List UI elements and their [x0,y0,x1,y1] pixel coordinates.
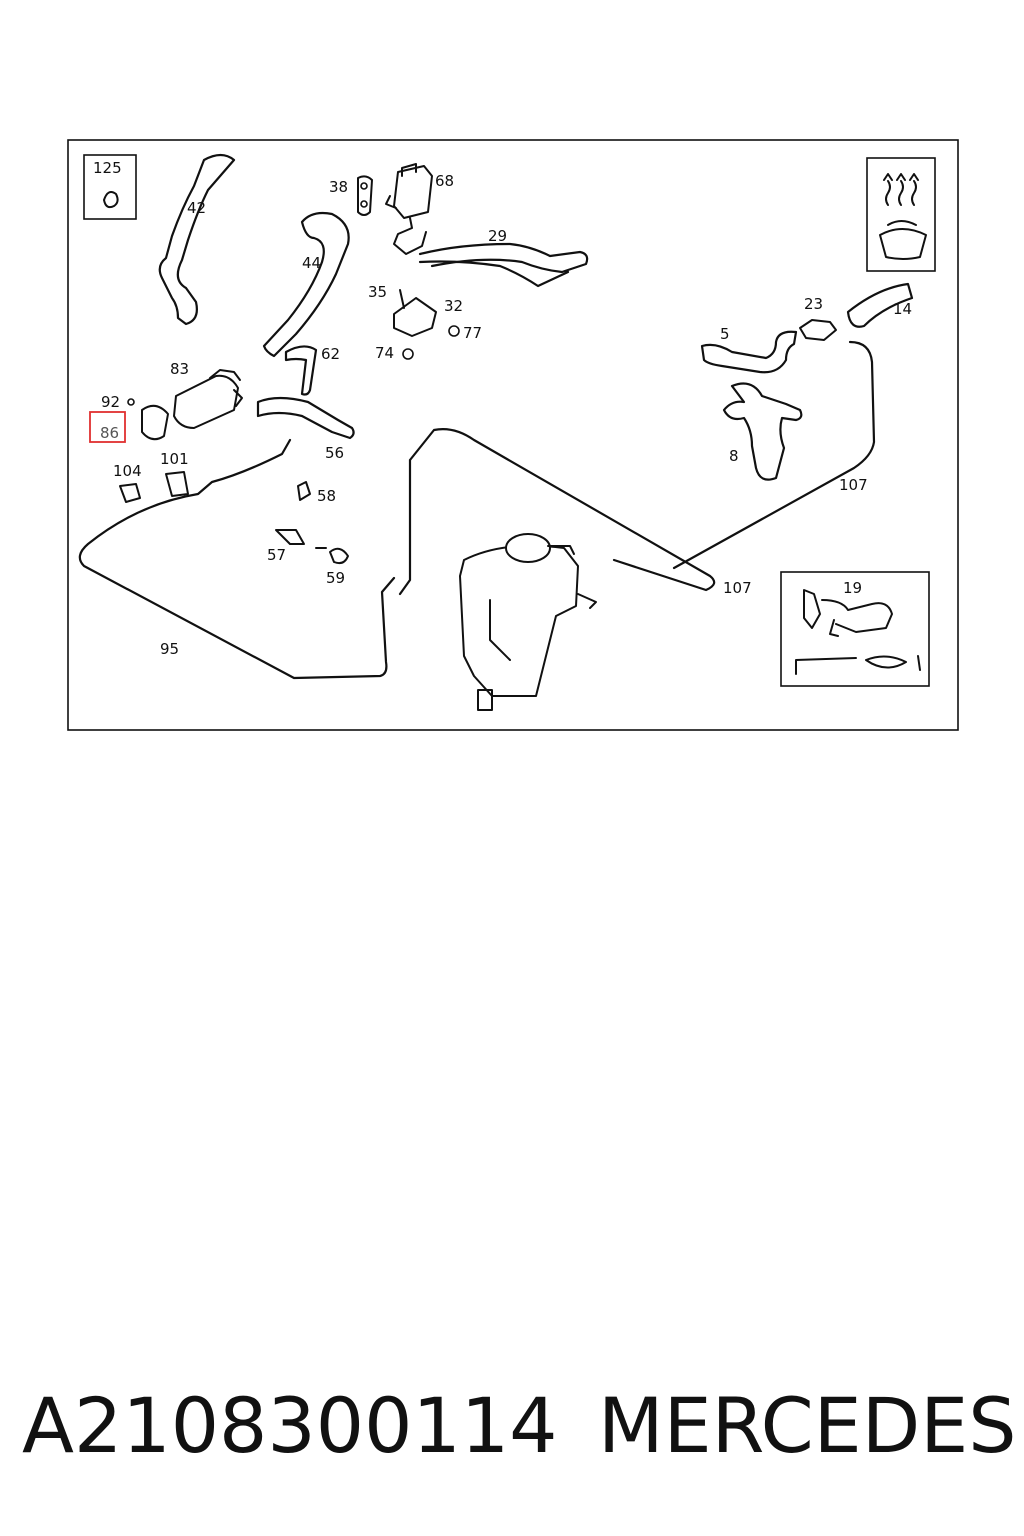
callout-57: 57 [267,546,286,564]
callout-5: 5 [720,325,730,343]
part-number: A2108300114 [22,1380,558,1470]
clip-101 [165,471,189,497]
callout-14: 14 [893,300,912,318]
inset-defrost-symbol [866,157,936,272]
callout-56: 56 [325,444,344,462]
pump-83 [173,369,243,429]
callout-59: 59 [326,569,345,587]
callout-44: 44 [302,254,321,272]
callout-95: 95 [160,640,179,658]
inset-clamp-125 [83,154,137,220]
callout-62: 62 [321,345,340,363]
callout-74: 74 [375,344,394,362]
callout-92: 92 [101,393,120,411]
coolant-reservoir [459,533,597,711]
pipe-29 [418,242,589,288]
callout-32: 32 [444,297,463,315]
callout-107-center: 107 [723,579,752,597]
connector-23 [799,319,837,341]
hose-56 [256,396,355,440]
bracket-57-58-59 [275,481,349,565]
part-68-valve [385,163,433,255]
hose-5 [700,330,798,374]
callout-83: 83 [170,360,189,378]
callout-19: 19 [843,579,862,597]
callout-38: 38 [329,178,348,196]
diagram-frame [67,139,959,731]
hose-62 [284,345,318,396]
callout-8: 8 [729,447,739,465]
callout-23: 23 [804,295,823,313]
callout-107-right: 107 [839,476,868,494]
callout-86: 86 [100,424,119,442]
hose-44 [262,211,350,358]
callout-58: 58 [317,487,336,505]
callout-101: 101 [160,450,189,468]
callout-29: 29 [488,227,507,245]
inset-thermostat-19 [780,571,930,687]
callout-104: 104 [113,462,142,480]
bracket-32 [393,289,460,360]
hose-8 [722,382,803,481]
callout-42: 42 [187,199,206,217]
parts-diagram: 125 42 38 68 44 29 35 32 77 74 83 62 92 … [67,139,959,731]
part-86-grommet [127,398,169,441]
callout-125: 125 [93,159,122,177]
hose-14 [846,282,914,328]
brand-name: MERCEDES [598,1380,1017,1470]
callout-68: 68 [435,172,454,190]
callout-86-highlight [89,411,126,443]
part-38 [357,175,373,216]
caption: A2108300114 MERCEDES [0,1370,1024,1480]
hose-42 [158,153,236,326]
clip-104 [119,483,141,503]
line-95 [78,438,396,680]
callout-35: 35 [368,283,387,301]
line-107 [398,340,876,596]
callout-77: 77 [463,324,482,342]
